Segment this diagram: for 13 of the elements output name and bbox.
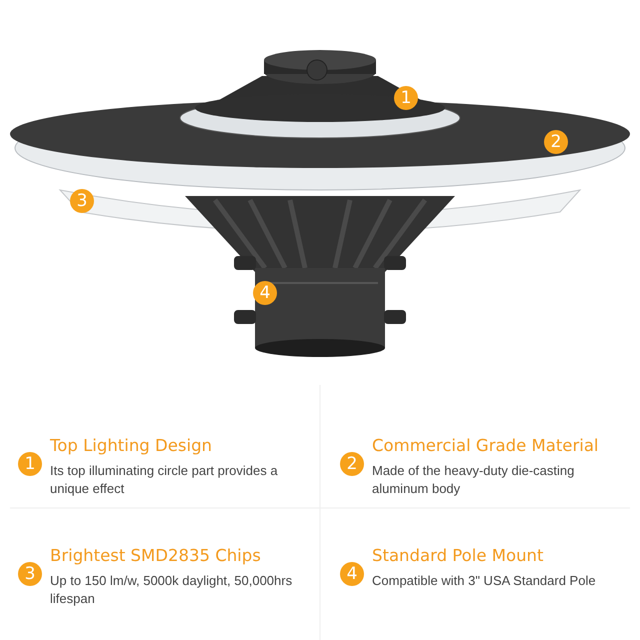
- feature-description: Up to 150 lm/w, 5000k daylight, 50,000hrs lifespan: [50, 572, 294, 608]
- callout-number: 3: [18, 562, 42, 586]
- feature-description: Compatible with 3" USA Standard Pole: [372, 572, 597, 590]
- feature-description: Made of the heavy-duty die-casting aluminum body: [372, 462, 576, 498]
- feature-heading: Commercial Grade Material: [372, 436, 599, 455]
- callout-number: 3: [70, 189, 94, 213]
- feature-heading: Standard Pole Mount: [372, 546, 544, 565]
- callout-number: 2: [340, 452, 364, 476]
- feature-description: Its top illuminating circle part provides a unique effect: [50, 462, 279, 498]
- feature-heading: Top Lighting Design: [50, 436, 212, 455]
- feature-heading: Brightest SMD2835 Chips: [50, 546, 261, 565]
- callout-number: 4: [340, 562, 364, 586]
- callout-number: 1: [18, 452, 42, 476]
